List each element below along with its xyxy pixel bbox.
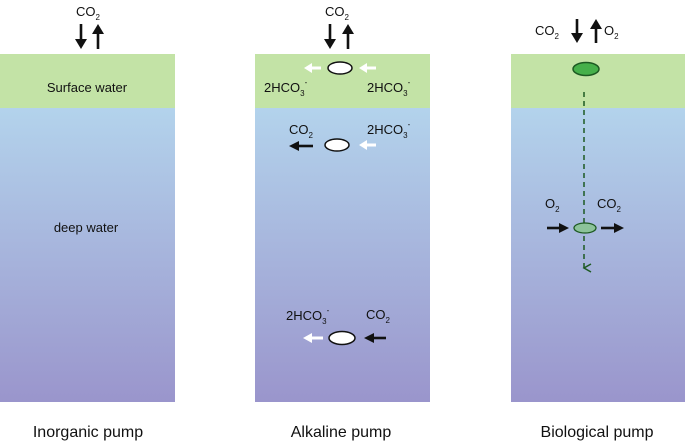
inorganic-deep-water-region bbox=[0, 108, 175, 402]
biological-o2-deep-label: O2 bbox=[545, 196, 560, 214]
biological-pump-column: CO2 O2 O2 CO2 Biological pump bbox=[511, 19, 685, 441]
biological-o2-top-label: O2 bbox=[604, 23, 619, 41]
biological-sinking-cell bbox=[573, 222, 597, 234]
alkaline-deep-water-region bbox=[255, 108, 430, 402]
biological-o2-inflow-arrow bbox=[547, 223, 569, 233]
alkaline-mid-carbonate-particle bbox=[324, 138, 350, 152]
alkaline-surface-right-white-arrow bbox=[359, 63, 376, 73]
inorganic-co2-up-arrow bbox=[92, 24, 104, 49]
biological-surface-water-region bbox=[511, 54, 685, 108]
alkaline-co2-up-arrow bbox=[342, 24, 354, 49]
alkaline-surface-left-white-arrow bbox=[304, 63, 321, 73]
biological-co2-top-label: CO2 bbox=[535, 23, 560, 41]
alkaline-pump-caption: Alkaline pump bbox=[291, 424, 392, 441]
inorganic-pump-column: Surface water deep water CO2 Inorganic p… bbox=[0, 4, 175, 441]
inorganic-deep-water-label: deep water bbox=[54, 220, 119, 235]
biological-co2-down-arrow bbox=[571, 19, 583, 43]
alkaline-deep-carbonate-particle bbox=[328, 330, 356, 346]
alkaline-deep-co2-label: CO2 bbox=[366, 307, 391, 325]
biological-co2-deep-label: CO2 bbox=[597, 196, 622, 214]
biological-deep-water-region bbox=[511, 108, 685, 402]
alkaline-deep-co2-black-arrow bbox=[364, 333, 386, 343]
inorganic-co2-down-arrow bbox=[75, 24, 87, 49]
alkaline-co2-down-arrow bbox=[324, 24, 336, 49]
inorganic-surface-water-region bbox=[0, 54, 175, 108]
inorganic-surface-water-label: Surface water bbox=[47, 80, 128, 95]
alkaline-deep-bicarbonate-label: 2HCO3- bbox=[286, 306, 330, 326]
alkaline-mid-co2-label: CO2 bbox=[289, 122, 314, 140]
alkaline-mid-co2-black-arrow bbox=[289, 141, 313, 151]
inorganic-pump-caption: Inorganic pump bbox=[33, 424, 143, 441]
biological-co2-outflow-arrow bbox=[601, 223, 624, 233]
inorganic-co2-label: CO2 bbox=[76, 4, 101, 22]
alkaline-surface-carbonate-particle bbox=[327, 61, 353, 75]
alkaline-deep-bicarbonate-white-arrow bbox=[303, 333, 323, 343]
biological-pump-caption: Biological pump bbox=[541, 424, 654, 441]
alkaline-surface-right-bicarbonate-label: 2HCO3- bbox=[367, 78, 411, 98]
alkaline-mid-bicarbonate-label: 2HCO3- bbox=[367, 120, 411, 140]
alkaline-mid-bicarbonate-white-arrow bbox=[359, 140, 376, 150]
biological-o2-up-arrow bbox=[590, 19, 602, 43]
alkaline-pump-column: CO2 2HCO3- 2HCO3- CO2 2HCO3- bbox=[255, 4, 430, 441]
alkaline-co2-label: CO2 bbox=[325, 4, 350, 22]
alkaline-surface-left-bicarbonate-label: 2HCO3- bbox=[264, 78, 308, 98]
biological-phytoplankton-cell bbox=[572, 61, 600, 77]
